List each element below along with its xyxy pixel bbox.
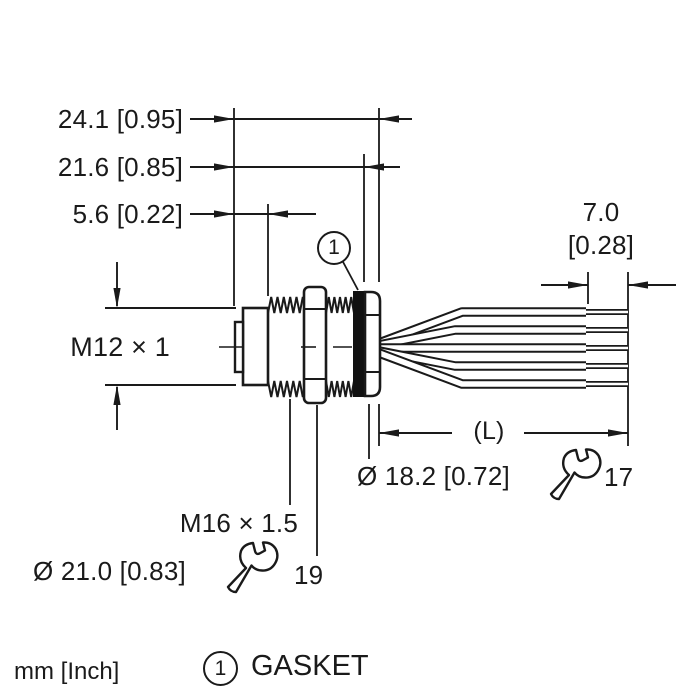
rear-thread-left bbox=[267, 296, 307, 398]
legend-callout-balloon: 1 bbox=[203, 651, 238, 686]
extension-lines bbox=[233, 108, 629, 446]
callout-number: 1 bbox=[328, 236, 340, 259]
dim-overall-length-label: 24.1 [0.95] bbox=[57, 104, 183, 134]
gasket-shape bbox=[353, 291, 365, 397]
dim-strip-length-label: 7.0 [0.28] bbox=[545, 196, 657, 262]
rear-thread-label: M16 × 1.5 bbox=[179, 508, 298, 538]
front-body bbox=[241, 306, 270, 387]
legend-callout-label: GASKET bbox=[251, 650, 369, 682]
dim-to-gasket-label: 21.6 [0.85] bbox=[57, 152, 183, 182]
cable-length-label: (L) bbox=[473, 417, 505, 445]
nut-diameter-label: Ø 21.0 [0.83] bbox=[33, 556, 186, 586]
wrench-icon bbox=[226, 541, 279, 594]
wrench-size-19-label: 19 bbox=[294, 560, 324, 590]
wrench-icon bbox=[549, 448, 602, 501]
callout-balloon: 1 bbox=[317, 231, 351, 265]
flange bbox=[363, 290, 382, 398]
dimension-lines bbox=[105, 115, 676, 437]
hex-nut bbox=[302, 285, 328, 405]
dim-strip-inch: [0.28] bbox=[567, 230, 635, 260]
front-thread-label: M12 × 1 bbox=[70, 332, 170, 362]
connector-body bbox=[219, 285, 628, 405]
wire-leads bbox=[377, 307, 628, 389]
gasket-diameter-label: Ø 18.2 [0.72] bbox=[357, 461, 510, 491]
dim-front-length-label: 5.6 [0.22] bbox=[72, 199, 183, 229]
dim-strip-mm: 7.0 bbox=[582, 197, 620, 227]
legend-callout-number: 1 bbox=[214, 656, 227, 680]
units-note: mm [Inch] bbox=[14, 658, 120, 685]
wrench-size-17-label: 17 bbox=[604, 462, 634, 492]
leader-lines bbox=[289, 259, 370, 556]
